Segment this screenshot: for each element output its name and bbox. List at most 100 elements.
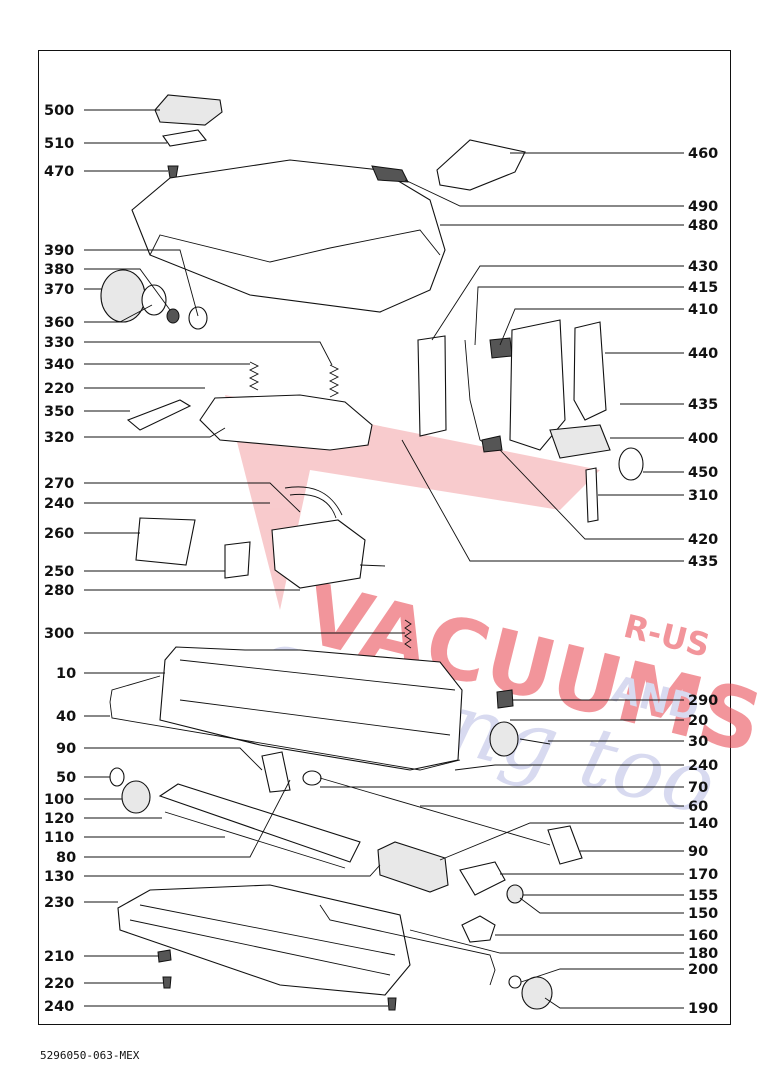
callout-480: 480 [688, 218, 718, 234]
callout-390: 390 [44, 243, 74, 259]
watermark: VACUUMS R-US AND Sewing too [225, 395, 768, 834]
callout-170: 170 [688, 867, 718, 883]
part-390-washer [188, 306, 208, 330]
callout-250: 250 [44, 564, 74, 580]
callout-270: 270 [44, 476, 74, 492]
part-470-screw [167, 165, 179, 179]
callout-140: 140 [688, 816, 718, 832]
part-155-bearing [506, 884, 524, 904]
callout-260: 260 [44, 526, 74, 542]
callout-470: 470 [44, 164, 74, 180]
part-70-belt [302, 770, 322, 786]
part-340-spring [248, 361, 260, 391]
callout-60: 60 [688, 799, 708, 815]
callout-40: 40 [56, 709, 76, 725]
part-210-clip [157, 949, 172, 963]
part-100-endcap [121, 780, 151, 814]
callout-300: 300 [44, 626, 74, 642]
callout-290: 290 [688, 693, 718, 709]
callout-90-right: 90 [688, 844, 708, 860]
part-360-spring [166, 308, 180, 324]
callout-510: 510 [44, 136, 74, 152]
leader-lines [84, 109, 684, 1009]
part-190-wheel [521, 976, 553, 1010]
callout-80: 80 [56, 850, 76, 866]
callout-70: 70 [688, 780, 708, 796]
callout-240: 240 [44, 496, 74, 512]
part-60-shaft [319, 777, 551, 846]
callout-320: 320 [44, 430, 74, 446]
diagram-frame [38, 50, 731, 1025]
part-370-gear [100, 269, 146, 323]
callout-240-right: 240 [688, 758, 718, 774]
callout-435: 435 [688, 397, 718, 413]
part-280-motor [271, 519, 366, 589]
callouts-left: 500 510 470 390 380 370 360 330 340 220 … [44, 103, 76, 1015]
callout-200: 200 [688, 962, 718, 978]
callout-280: 280 [44, 583, 74, 599]
part-260-board [135, 517, 196, 566]
part-400-collar [549, 424, 611, 459]
part-300-spring [404, 619, 412, 649]
callout-435-lower: 435 [688, 554, 718, 570]
callout-490: 490 [688, 199, 718, 215]
callout-430: 430 [688, 259, 718, 275]
callout-180: 180 [688, 946, 718, 962]
callout-100: 100 [44, 792, 74, 808]
callout-240-lower: 240 [44, 999, 74, 1015]
part-240-screw [387, 997, 397, 1011]
part-170-cap [459, 861, 506, 896]
callout-30: 30 [688, 734, 708, 750]
part-130-pulley [377, 841, 449, 893]
callout-360: 360 [44, 315, 74, 331]
part-480-cover-ridge [149, 229, 441, 263]
part-10-housing [159, 646, 463, 771]
part-250-terminal [224, 541, 251, 579]
part-280-motor-shaft [359, 564, 386, 567]
callout-20: 20 [688, 713, 708, 729]
callout-50: 50 [56, 770, 76, 786]
part-430-plate [417, 335, 447, 437]
callout-130: 130 [44, 869, 74, 885]
callout-460: 460 [688, 146, 718, 162]
part-420-connector [481, 435, 503, 453]
part-200-spring [508, 975, 522, 989]
callout-340: 340 [44, 357, 74, 373]
callout-415: 415 [688, 280, 718, 296]
callout-380: 380 [44, 262, 74, 278]
part-510-plate [162, 129, 208, 147]
part-270-leads [284, 486, 343, 519]
callout-90: 90 [56, 741, 76, 757]
part-30-axle [519, 738, 551, 745]
part-90-holder-right [547, 825, 583, 865]
part-110-brushroll [158, 783, 361, 863]
part-230-baseplate-detail [129, 904, 396, 976]
callout-150: 150 [688, 906, 718, 922]
callout-370: 370 [44, 282, 74, 298]
callout-10: 10 [56, 666, 76, 682]
part-40-bumper [109, 675, 461, 771]
part-120-bristles [164, 811, 346, 869]
part-50-ring [109, 767, 125, 787]
part-490-clip [371, 165, 409, 183]
document-code: 5296050-063-MEX [40, 1049, 140, 1062]
part-320-base [199, 394, 373, 451]
parts-art [100, 94, 644, 1011]
part-290-switch [496, 689, 514, 709]
part-460-pedal [436, 139, 526, 191]
part-10-housing-detail [179, 659, 456, 736]
callouts-right: 460 490 480 430 415 410 440 435 400 450 … [688, 146, 718, 1017]
part-160-clip [461, 915, 496, 943]
callout-120: 120 [44, 811, 74, 827]
part-500-bracket [154, 94, 223, 126]
callout-220-lower: 220 [44, 976, 74, 992]
callout-110: 110 [44, 830, 74, 846]
callout-450: 450 [688, 465, 718, 481]
callout-210: 210 [44, 949, 74, 965]
callout-410: 410 [688, 302, 718, 318]
part-415-wires [464, 339, 496, 451]
part-440-cover-half [573, 321, 607, 421]
part-450-ring [618, 447, 644, 481]
part-350-lever [126, 399, 192, 431]
callout-440: 440 [688, 346, 718, 362]
